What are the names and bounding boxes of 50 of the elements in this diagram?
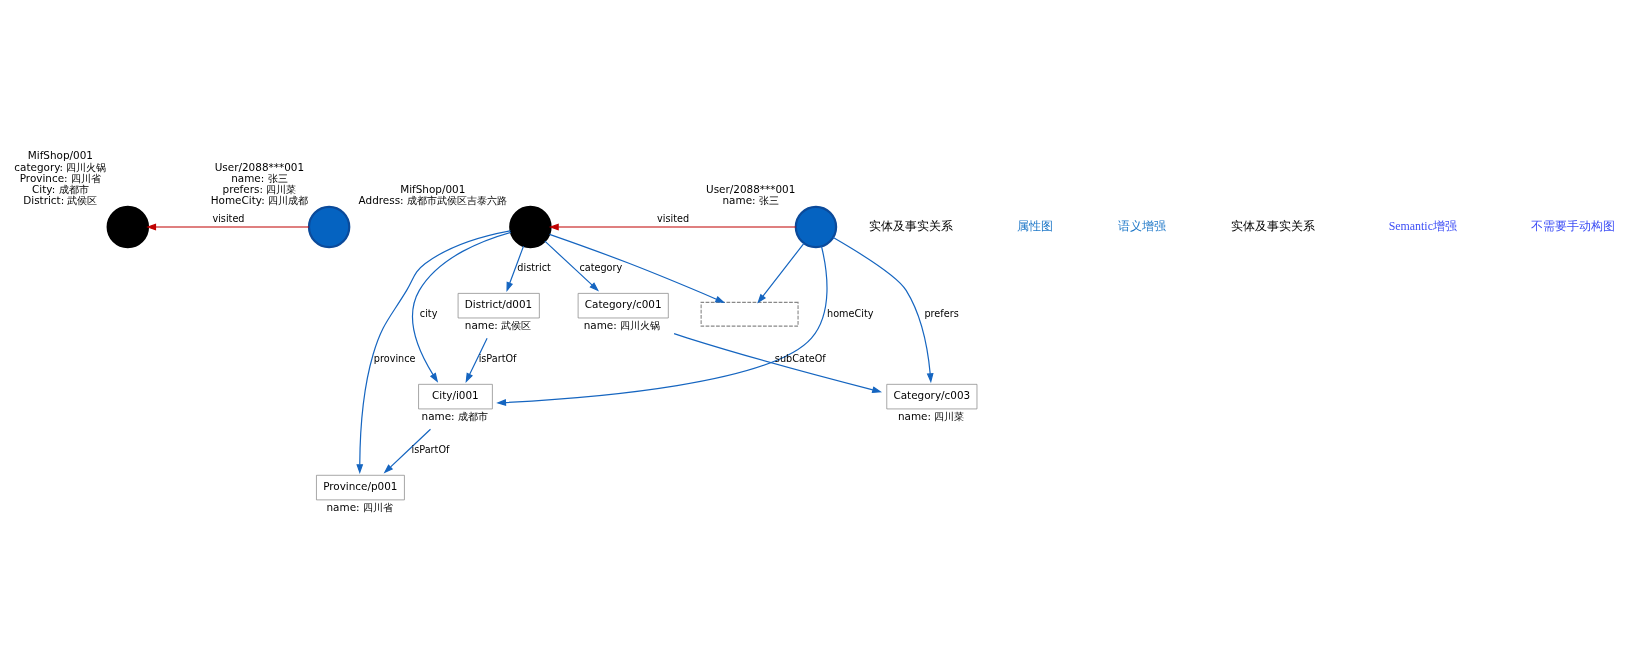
node-label: name: 四川火锅: [583, 318, 661, 331]
arrow: [832, 236, 934, 383]
node-label: name: 武侯区: [464, 318, 532, 331]
node-label: User/2088***001: [706, 182, 796, 195]
node-label: City: 成都市: [32, 182, 89, 195]
arrow: [465, 337, 488, 383]
edge-label: district: [517, 261, 551, 273]
edge-label: isPartOf: [411, 443, 450, 455]
arrow: [412, 231, 512, 383]
node-circle: [509, 205, 552, 248]
edge-label: visited: [657, 212, 690, 224]
arrow: [673, 332, 882, 393]
node-label: name: 四川省: [326, 500, 393, 513]
arrow: [544, 240, 600, 291]
node-circle: [307, 205, 351, 248]
label: 实体及事实关系: [868, 218, 953, 233]
node-label: name: 四川菜: [897, 409, 965, 422]
node-label: User/2088***001: [214, 160, 305, 173]
edge-label: isPartOf: [478, 352, 517, 364]
node-box: [700, 301, 799, 327]
arrow: [146, 223, 310, 230]
node-circle: [106, 205, 150, 248]
arrow: [496, 245, 828, 406]
edge-label: city: [419, 307, 438, 319]
node-circle: [794, 205, 838, 248]
node-label: MifShop/001: [400, 182, 466, 195]
label: 语义增强: [1118, 218, 1167, 233]
node-label: name: 成都市: [421, 409, 488, 422]
edge-label: prefers: [924, 307, 959, 319]
arrow: [383, 428, 432, 473]
arrow: [757, 242, 805, 304]
node-label: HomeCity: 四川成都: [210, 193, 309, 206]
label: 不需要手动构图: [1530, 218, 1615, 233]
node-label: category: 四川火锅: [14, 160, 107, 173]
edge-label: visited: [212, 212, 245, 224]
node-label: name: 张三: [722, 193, 779, 206]
arrow: [356, 229, 512, 474]
node-label: District: 武侯区: [23, 193, 98, 206]
label: 实体及事实关系: [1230, 218, 1315, 233]
label: 属性图: [1017, 218, 1054, 233]
edge-label: homeCity: [827, 307, 874, 319]
label: Semantic增强: [1388, 218, 1457, 233]
node-label: MifShop/001: [27, 148, 93, 161]
edge-label: category: [579, 261, 623, 273]
arrow: [548, 223, 797, 230]
arrow: [548, 233, 726, 303]
edge-label: province: [373, 352, 416, 364]
node-label: prefers: 四川菜: [222, 182, 297, 195]
arrow: [506, 245, 525, 292]
node-label: name: 张三: [231, 171, 288, 184]
